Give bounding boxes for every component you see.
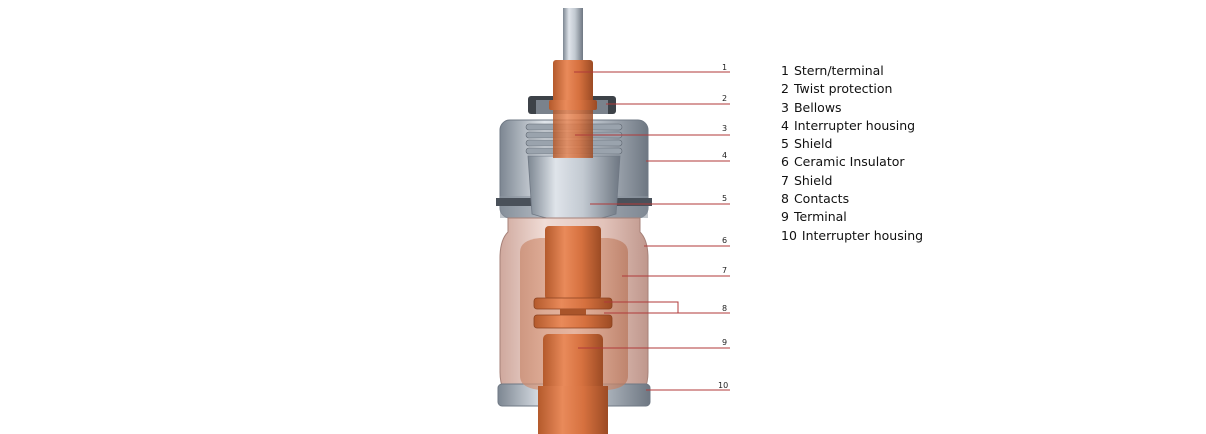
callout-number-8: 8 bbox=[722, 304, 727, 313]
legend-label: Interrupter housing bbox=[801, 227, 924, 243]
legend-number: 1 bbox=[781, 63, 789, 78]
callout-number-4: 4 bbox=[722, 151, 727, 160]
callout-leaders bbox=[574, 71, 730, 391]
legend-label: Twist protection bbox=[793, 81, 893, 97]
fixed-terminal bbox=[538, 334, 608, 434]
callout-number-9: 9 bbox=[722, 338, 727, 347]
stem-terminal bbox=[549, 60, 597, 158]
contacts bbox=[533, 297, 613, 329]
lead-rod bbox=[563, 8, 583, 62]
legend-number: 5 bbox=[781, 136, 789, 152]
callout-number-10: 10 bbox=[718, 381, 728, 390]
legend-label: Stern/terminal bbox=[793, 63, 884, 78]
legend-item: 1 Stern/terminal bbox=[781, 62, 923, 80]
callout-number-6: 6 bbox=[722, 236, 727, 245]
legend-label: Shield bbox=[793, 172, 833, 188]
legend-number: 8 bbox=[781, 191, 789, 207]
legend-label: Contacts bbox=[793, 191, 850, 207]
legend-label: Shield bbox=[793, 136, 833, 152]
legend-number: 10 bbox=[781, 227, 797, 243]
legend-number: 3 bbox=[781, 99, 789, 115]
legend-label: Ceramic Insulator bbox=[793, 154, 905, 170]
callout-number-3: 3 bbox=[722, 124, 727, 133]
callout-number-1: 1 bbox=[722, 63, 727, 72]
legend-number: 2 bbox=[781, 81, 789, 97]
legend-number: 6 bbox=[781, 154, 789, 170]
legend-label: Interrupter housing bbox=[793, 117, 916, 133]
callout-number-2: 2 bbox=[722, 94, 727, 103]
callout-numbers: 1 2 3 4 5 6 7 8 9 10 bbox=[718, 63, 728, 390]
legend-label: Bellows bbox=[793, 99, 842, 115]
callout-number-7: 7 bbox=[722, 266, 727, 275]
callout-number-5: 5 bbox=[722, 194, 727, 203]
legend-number: 9 bbox=[781, 209, 789, 225]
upper-shield bbox=[527, 155, 621, 222]
leader-8 bbox=[604, 301, 730, 314]
legend-number: 4 bbox=[781, 117, 789, 133]
legend-label: Terminal bbox=[793, 209, 847, 225]
legend-number: 7 bbox=[781, 172, 789, 188]
moving-stem bbox=[545, 226, 601, 300]
